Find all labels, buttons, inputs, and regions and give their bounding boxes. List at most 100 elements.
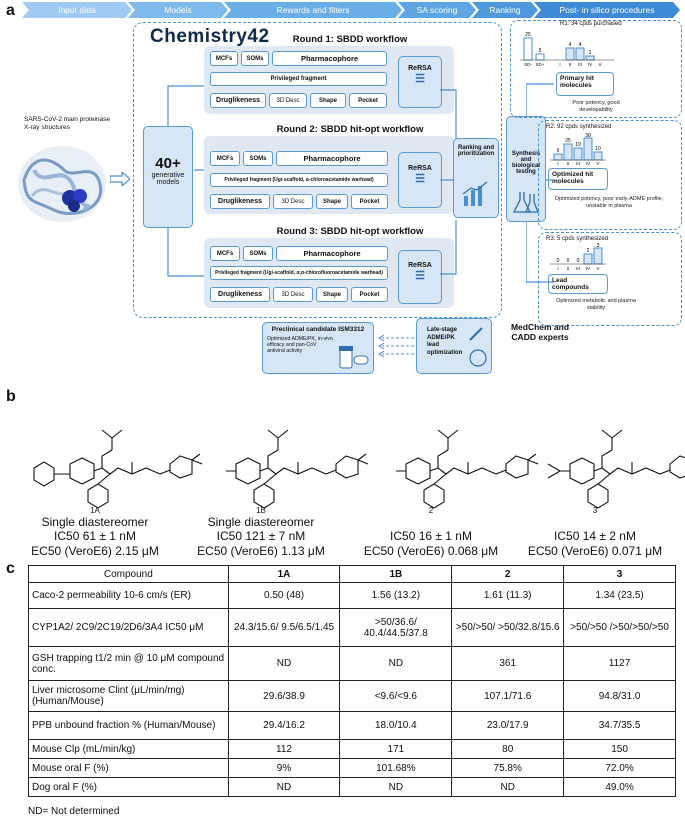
compound-1b-ec50: EC50 (VeroE6) 1.13 μM [197, 544, 325, 558]
round1-pharmacophore: Pharmacophore [272, 51, 387, 66]
r3-val-3: 2 [587, 248, 590, 254]
r2-note: Optimized potency, poor early-ADME profi… [554, 196, 664, 209]
compound-2-stereo [356, 515, 506, 529]
r3-val-1: 0 [567, 258, 570, 264]
structure-1a [33, 429, 203, 509]
table-cell: 1.34 (23.5) [563, 582, 676, 609]
table-cell: >50/>50 />50/>50/>50 [563, 608, 676, 647]
table-cell: 23.0/17.9 [451, 711, 565, 740]
compound-2-id: 2 [428, 506, 434, 515]
round3-title: Round 3: SBDD hit-opt workflow [276, 226, 424, 237]
round2-privileged-fragment: Privileged fragment (Ugi-scaffold, α-chl… [210, 173, 388, 187]
round3-druglikeness: Druglikeness [210, 287, 270, 302]
round1-druglikeness: Druglikeness [210, 93, 266, 108]
late-stage-label: Late-stage ADME/PK lead optimization [427, 327, 463, 356]
table-cell: 112 [227, 739, 341, 759]
r2-val-0: 6 [557, 148, 560, 154]
table-header-cell: 1B [339, 565, 453, 583]
r3-x-4: V [596, 266, 599, 271]
r2-x-2: III [576, 161, 580, 166]
sliders-icon: ☰ [415, 270, 425, 282]
r3-val-4: 3 [597, 243, 600, 249]
round1-title: Round 1: SBDD workflow [292, 34, 408, 45]
table-row: Mouse oral F (%) 9% 101.68% 75.8% 72.0% [28, 758, 676, 778]
r3-result-box: Lead compounds [548, 274, 608, 294]
ranking-label: Ranking and prioritization [457, 145, 495, 157]
compound-1a-card: 1A Single diastereomer IC50 61 ± 1 nM EC… [20, 506, 170, 559]
input-caption: SARS-CoV-2 main proteinase X-ray structu… [24, 116, 110, 132]
table-cell: Mouse oral F (%) [28, 758, 229, 778]
r2-x-0: I [557, 161, 558, 166]
chemistry42-container [133, 22, 502, 318]
step-rewards: Rewards and filters [224, 2, 402, 18]
result-r1-group [510, 20, 682, 118]
r3-val-0: 0 [557, 258, 560, 264]
round2-3d-desc: 3D Desc [273, 194, 313, 209]
compound-2-card: 2 IC50 16 ± 1 nM EC50 (VeroE6) 0.068 μM [356, 506, 506, 559]
step-input-data: Input data [22, 2, 132, 18]
sliders-icon: ☰ [415, 73, 425, 85]
compound-3-ic50: IC50 14 ± 2 nM [554, 529, 636, 543]
r1-x-2: I [559, 62, 560, 67]
table-cell: 1.61 (11.3) [451, 582, 565, 609]
table-cell: 1127 [563, 646, 676, 681]
protein-structure-icon [18, 146, 106, 222]
table-cell: PPB unbound fraction % (Human/Mouse) [28, 711, 229, 740]
late-stage-icons [469, 327, 487, 367]
table-cell: 101.68% [339, 758, 453, 778]
ranking-chart-icon [462, 181, 488, 206]
arrow-right-icon [110, 172, 130, 186]
medchem-label: MedChem and CADD experts [510, 322, 570, 343]
table-cell: 107.1/71.6 [451, 680, 565, 712]
table-cell: 94.8/31.0 [563, 680, 676, 712]
r2-bar-chart: 6 25 19 30 10 I II III IV V [550, 133, 606, 166]
r1-val-2: 4 [569, 42, 572, 48]
structure-2 [396, 429, 539, 509]
table-cell: 29.4/16.2 [227, 711, 341, 740]
table-row: GSH trapping t1/2 min @ 10 μM compound c… [28, 646, 676, 681]
r2-x-1: II [567, 161, 570, 166]
structure-3 [547, 429, 685, 509]
r3-val-2: 0 [577, 258, 580, 264]
table-cell: 9% [227, 758, 341, 778]
round2-mcfs: MCFs [210, 151, 240, 166]
r2-result-box: Optimized hit molecules [548, 168, 608, 190]
r1-val-0: 25 [525, 32, 531, 38]
round3-mcfs: MCFs [210, 246, 240, 261]
table-cell: 34.7/35.5 [563, 711, 676, 740]
r1-x-1: SD+ [536, 62, 545, 67]
r2-x-4: V [596, 161, 599, 166]
compound-3-id: 3 [592, 506, 598, 515]
step-post-in-silico: Post- in silico procedures [534, 2, 680, 18]
round1-soms: SOMs [241, 51, 269, 66]
r3-x-2: III [576, 266, 580, 271]
round3-rersa: ReRSA ☰ [398, 250, 442, 304]
step-ranking: Ranking [472, 2, 538, 18]
table-cell: ND [339, 777, 453, 797]
table-cell: 361 [451, 646, 565, 681]
table-cell: Liver microsome Clint (μL/min/mg) (Human… [28, 680, 229, 712]
models-count: 40+ [155, 155, 181, 172]
sliders-icon: ☰ [415, 173, 425, 185]
compound-3-ec50: EC50 (VeroE6) 0.071 μM [527, 544, 663, 558]
compound-1a-ec50: EC50 (VeroE6) 2.15 μM [31, 544, 159, 558]
round1-rersa-label: ReRSA [408, 65, 432, 72]
r2-summary: R2: 92 cpds synthesized [546, 124, 612, 130]
table-cell: >50/36.6/ 40.4/44.5/37.8 [339, 608, 453, 647]
round2-rersa-label: ReRSA [408, 165, 432, 172]
table-cell: 49.0% [563, 777, 676, 797]
round1-rersa: ReRSA ☰ [398, 56, 442, 108]
preclinical-desc: Optimized ADME/PK, in-vivo efficacy and … [267, 335, 333, 355]
round3-rersa-label: ReRSA [408, 262, 432, 269]
table-header-cell: 2 [451, 565, 565, 583]
r3-bar-chart: 0 0 0 2 3 I II III IV V [550, 243, 606, 271]
round2-soms: SOMs [243, 151, 273, 166]
table-row: Caco-2 permeability 10-6 cm/s (ER) 0.50 … [28, 582, 676, 609]
round3-soms: SOMs [243, 246, 273, 261]
step-models: Models [128, 2, 228, 18]
table-cell: ND [339, 646, 453, 681]
round3-shape: Shape [316, 287, 348, 302]
pill-bottle-icon [339, 346, 369, 369]
preclinical-title: Preclinical candidate ISM3312 [271, 326, 365, 333]
table-cell: 150 [563, 739, 676, 759]
